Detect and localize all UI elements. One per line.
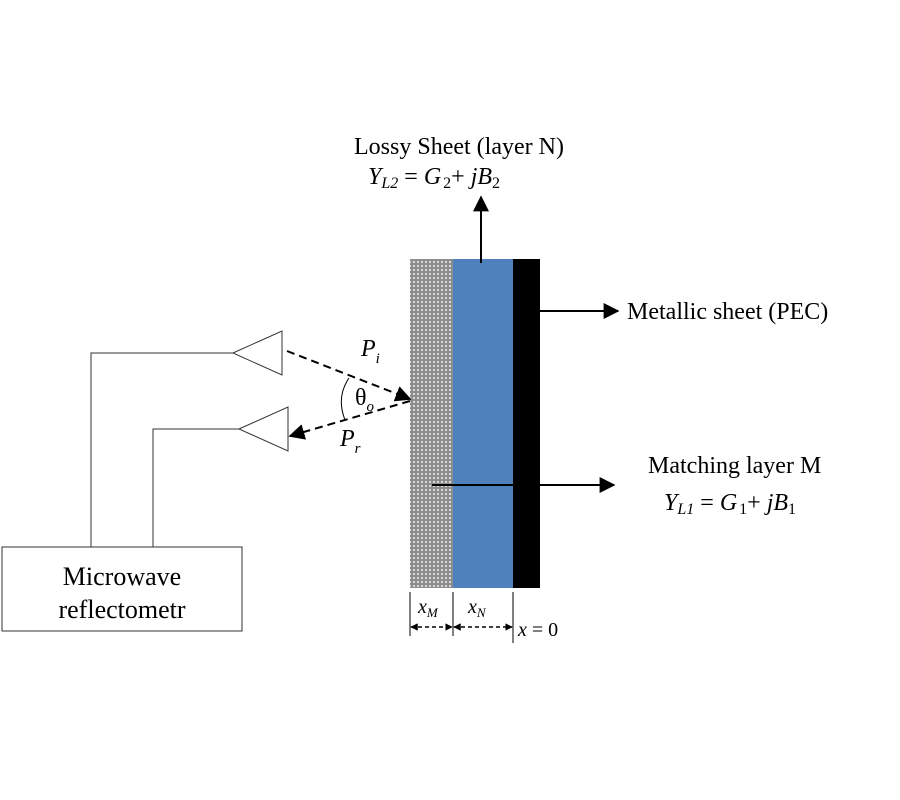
thickness-m-label: xM	[417, 596, 439, 620]
reflectometer-box	[1, 546, 243, 632]
reflected-beam	[288, 400, 411, 440]
thickness-n-label: xN	[467, 596, 487, 620]
incident-beam	[286, 350, 412, 402]
receive-wire	[152, 428, 239, 547]
matching-layer-label: Matching layer M	[648, 453, 821, 479]
reflectometer-label-2: reflectometr	[58, 595, 185, 624]
transmit-wire	[90, 352, 233, 547]
angle-arc	[340, 377, 350, 421]
transmit-horn-icon	[231, 330, 283, 376]
lossy-layer	[453, 259, 513, 588]
origin-label: x = 0	[517, 619, 558, 641]
reflectometer-label-1: Microwave	[63, 562, 181, 591]
lossy-sheet-label: Lossy Sheet (layer N)	[354, 134, 564, 160]
matching-layer	[410, 259, 453, 588]
metallic-sheet-label: Metallic sheet (PEC)	[627, 299, 828, 325]
incident-power-label: Pi	[360, 336, 380, 367]
receive-horn-icon	[237, 406, 289, 452]
reflected-power-label: Pr	[339, 426, 361, 457]
angle-label: θo	[355, 385, 375, 415]
metal-layer	[513, 259, 540, 588]
